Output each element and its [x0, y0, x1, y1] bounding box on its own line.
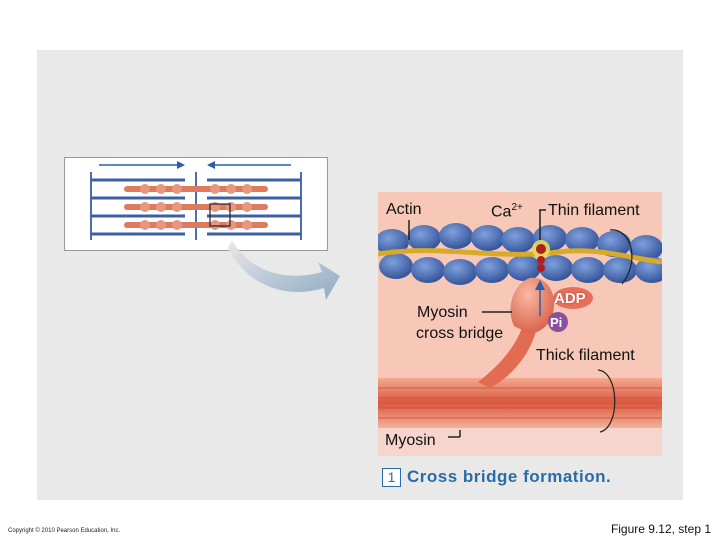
figure-number: Figure 9.12, step 1	[610, 522, 711, 536]
adp-label: ADP	[554, 290, 586, 307]
cross-bridge-drawing	[378, 223, 662, 456]
sarcomere-drawing	[90, 161, 302, 240]
step-number: 1	[382, 467, 401, 487]
calcium-charge: 2+	[511, 202, 523, 213]
calcium-symbol: Ca	[491, 203, 512, 221]
thin-filament-label: Thin filament	[548, 202, 640, 219]
pi-label: Pi	[550, 315, 563, 330]
myosin-label: Myosin	[385, 432, 436, 449]
thick-filament-label: Thick filament	[536, 347, 635, 364]
sarcomere-thumbnail	[64, 157, 328, 251]
calcium-label: Ca2+	[491, 202, 523, 221]
cross-bridge-scene	[378, 192, 662, 456]
actin-label: Actin	[386, 201, 422, 218]
myosin-cross-bridge-label-line2: cross bridge	[416, 325, 504, 342]
copyright-text: Copyright © 2010 Pearson Education, Inc.	[8, 528, 121, 534]
step-caption: 1 Cross bridge formation.	[382, 466, 611, 488]
myosin-cross-bridge-label-line1: Myosin	[417, 304, 468, 321]
step-caption-text: Cross bridge formation.	[407, 467, 612, 486]
